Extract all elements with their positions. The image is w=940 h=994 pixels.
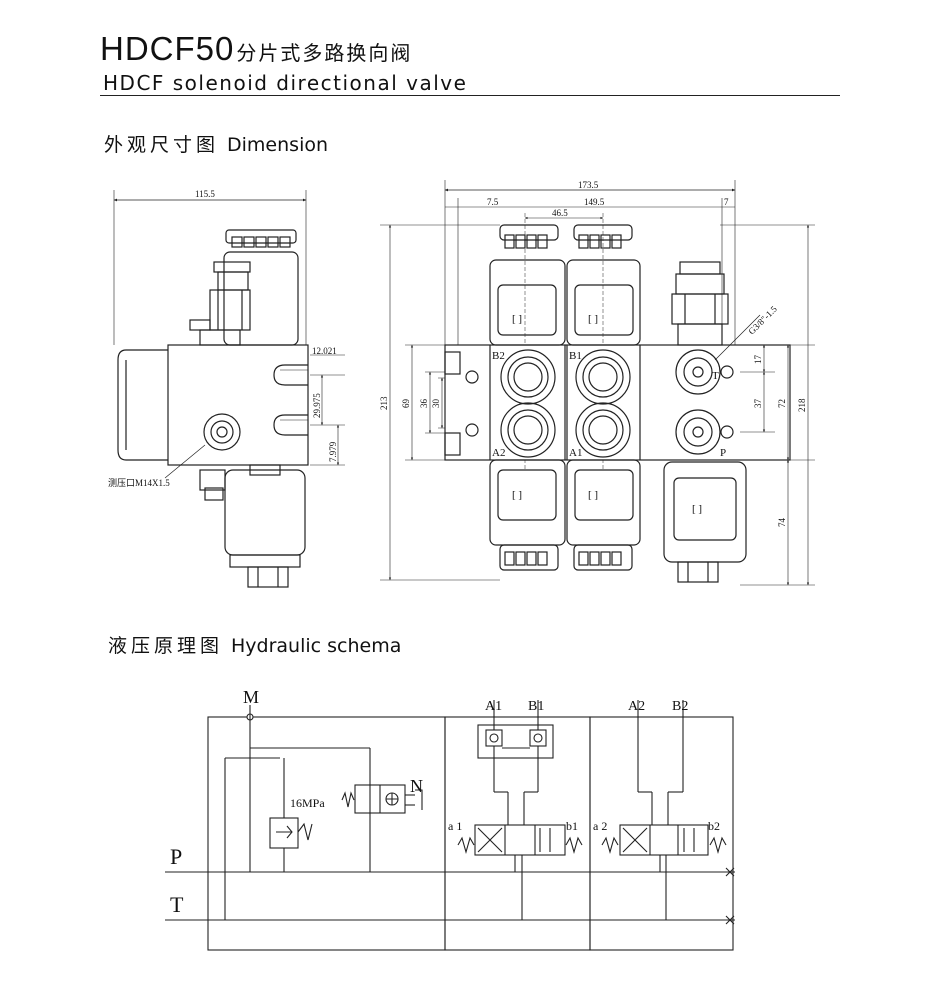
schema-labels: M 16MPa N P T A1 B1 A2 B2 a 1 b1 a 2 b2 [170,687,720,917]
dimension-heading-en: Dimension [227,134,329,156]
dim-side-width: 115.5 [195,189,215,199]
dim-r37: 37 [753,399,763,409]
schema-heading-en: Hydraulic schema [231,635,402,657]
dim-port-spacing: 29.975 [312,393,322,418]
model-number: HDCF50 [100,30,235,67]
port-label-t: T [712,370,719,382]
coil-symbol: [ ] [512,313,522,325]
dim-r17: 17 [753,355,763,365]
dim-r72: 72 [777,399,787,408]
dim-port-bottom: 7.979 [328,441,338,462]
dim-port-pitch: 46.5 [552,208,568,218]
dim-span: 149.5 [584,197,605,207]
title-chinese: 分片式多路换向阀 [236,41,413,65]
port-labels: B2 B1 A2 A1 T P [492,350,726,459]
dim-total-height: 213 [379,396,389,410]
gauge-port-label: 测压口M14X1.5 [108,478,170,488]
solenoid-a2: a 2 [593,819,607,833]
dim-body-h1: 69 [401,399,411,409]
schema-heading-cn: 液压原理图 [108,635,224,657]
header-rule [100,95,840,96]
coil-glyphs: [ ] [ ] [ ] [ ] [ ] [512,313,702,515]
dim-body-h3: 30 [431,399,441,409]
gauge-port-m: M [243,687,259,707]
pressure-line-p: P [170,844,182,869]
dim-r74: 74 [777,518,787,528]
coil-symbol: [ ] [588,313,598,325]
solenoid-a1: a 1 [448,819,462,833]
port-label-b1: B1 [569,350,582,362]
front-view-drawing [380,180,815,586]
dim-r218: 218 [797,398,807,412]
coil-symbol: [ ] [512,489,522,501]
coil-symbol: [ ] [588,489,598,501]
port-label-p: P [720,447,726,459]
port-label-b2: B2 [492,350,505,362]
dim-port-offset: 12.021 [312,346,337,356]
work-port-b1: B1 [528,699,544,714]
dim-total-width: 173.5 [578,180,599,190]
dim-right-margin: 7 [724,197,729,207]
side-view-labels: 115.5 12.021 29.975 7.979 测压口M14X1.5 [108,189,338,488]
dim-left-margin: 7.5 [487,197,499,207]
solenoid-b2: b2 [708,819,720,833]
port-label-a2: A2 [492,447,505,459]
side-view-drawing [113,190,345,588]
relief-pressure: 16MPa [290,796,325,810]
schema-heading: 液压原理图 Hydraulic schema [108,631,401,658]
coil-symbol: [ ] [692,503,702,515]
work-port-b2: B2 [672,699,688,714]
dim-thread: G3/8"-1.5 [746,304,779,337]
unload-port-n: N [410,776,423,796]
port-label-a1: A1 [569,447,582,459]
dim-body-h2: 36 [419,399,429,409]
tank-line-t: T [170,892,184,917]
dimension-heading: 外观尺寸图 Dimension [104,130,328,157]
dimension-heading-cn: 外观尺寸图 [104,134,220,156]
hydraulic-schema [165,700,735,951]
work-port-a2: A2 [628,699,645,714]
solenoid-b1: b1 [566,819,578,833]
title-english: HDCF solenoid directional valve [103,71,468,95]
work-port-a1: A1 [485,699,502,714]
